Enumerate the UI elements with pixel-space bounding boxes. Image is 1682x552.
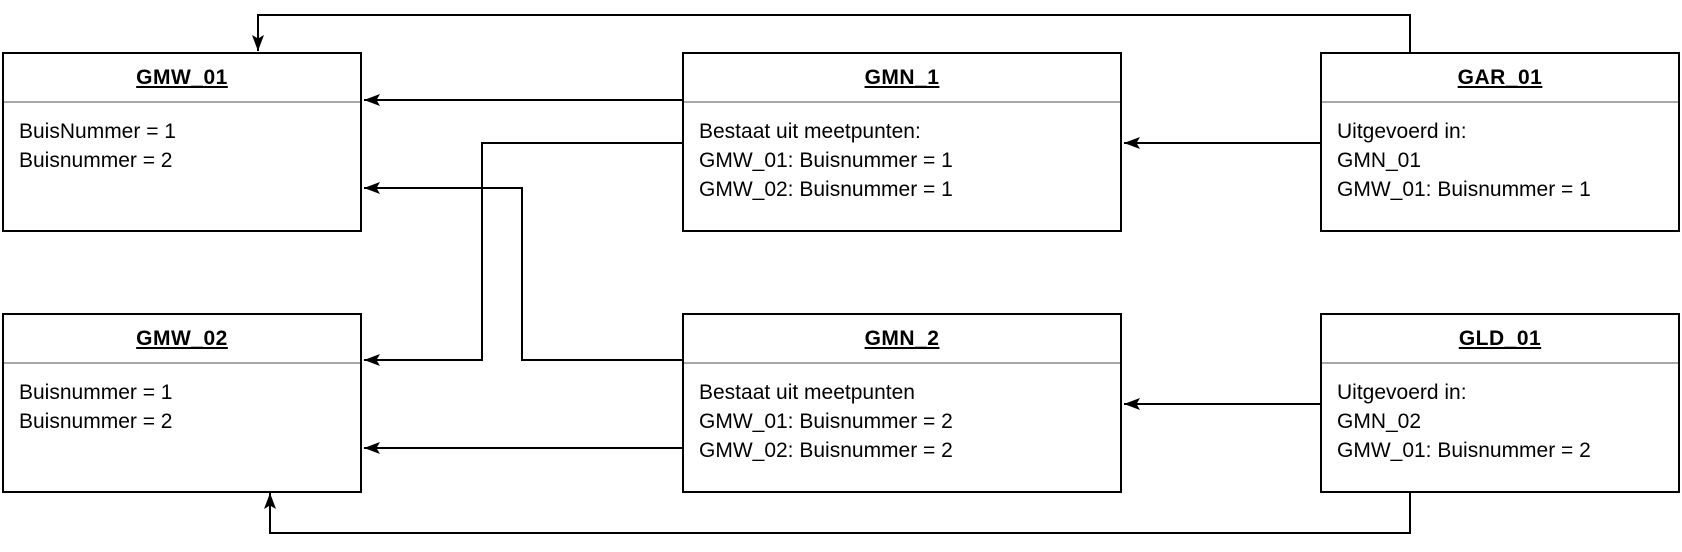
attribute-line: GMW_01: Buisnummer = 1 <box>699 149 953 172</box>
attribute-line: Uitgevoerd in: <box>1337 120 1467 143</box>
node-gmn-1-body: Bestaat uit meetpunten: GMW_01: Buisnumm… <box>684 103 1120 218</box>
edge-GMN_1-to-GMW_02 <box>364 142 682 366</box>
node-gar-01: GAR_01 Uitgevoerd in: GMN_01 GMW_01: Bui… <box>1320 52 1680 232</box>
attribute-line: Buisnummer = 2 <box>19 410 173 433</box>
attribute-line: GMW_02: Buisnummer = 2 <box>699 439 953 462</box>
attribute-line: GMW_01: Buisnummer = 2 <box>1337 439 1591 462</box>
node-gmn-1-title: GMN_1 <box>684 54 1120 103</box>
node-gmn-2: GMN_2 Bestaat uit meetpunten GMW_01: Bui… <box>682 313 1122 493</box>
edge-GLD_01-to-GMW_02 <box>264 493 1411 534</box>
node-gmw-02-body: Buisnummer = 1 Buisnummer = 2 <box>4 364 360 450</box>
attribute-line: Bestaat uit meetpunten: <box>699 120 921 143</box>
node-gmw-02-title: GMW_02 <box>4 315 360 364</box>
attribute-line: GMN_02 <box>1337 410 1422 433</box>
attribute-line: Uitgevoerd in: <box>1337 381 1467 404</box>
attribute-line: BuisNummer = 1 <box>19 120 176 143</box>
node-gmw-01-body: BuisNummer = 1 Buisnummer = 2 <box>4 103 360 189</box>
node-gar-01-body: Uitgevoerd in: GMN_01 GMW_01: Buisnummer… <box>1322 103 1678 218</box>
node-gld-01: GLD_01 Uitgevoerd in: GMN_02 GMW_01: Bui… <box>1320 313 1680 493</box>
node-gmn-2-body: Bestaat uit meetpunten GMW_01: Buisnumme… <box>684 364 1120 479</box>
node-gmw-01-title: GMW_01 <box>4 54 360 103</box>
node-gld-01-body: Uitgevoerd in: GMN_02 GMW_01: Buisnummer… <box>1322 364 1678 479</box>
node-gmn-2-title: GMN_2 <box>684 315 1120 364</box>
node-gmn-1: GMN_1 Bestaat uit meetpunten: GMW_01: Bu… <box>682 52 1122 232</box>
attribute-line: Buisnummer = 2 <box>19 149 173 172</box>
edge-GAR_01-to-GMW_01 <box>252 14 1411 53</box>
node-gar-01-title: GAR_01 <box>1322 54 1678 103</box>
edge-GMN_2-to-GMW_01 <box>364 182 682 361</box>
node-gld-01-title: GLD_01 <box>1322 315 1678 364</box>
node-gmw-01: GMW_01 BuisNummer = 1 Buisnummer = 2 <box>2 52 362 232</box>
attribute-line: GMN_01 <box>1337 149 1422 172</box>
node-gmw-02: GMW_02 Buisnummer = 1 Buisnummer = 2 <box>2 313 362 493</box>
attribute-line: Bestaat uit meetpunten <box>699 381 915 404</box>
attribute-line: GMW_01: Buisnummer = 1 <box>1337 178 1591 201</box>
attribute-line: GMW_02: Buisnummer = 1 <box>699 178 953 201</box>
attribute-line: GMW_01: Buisnummer = 2 <box>699 410 953 433</box>
attribute-line: Buisnummer = 1 <box>19 381 173 404</box>
